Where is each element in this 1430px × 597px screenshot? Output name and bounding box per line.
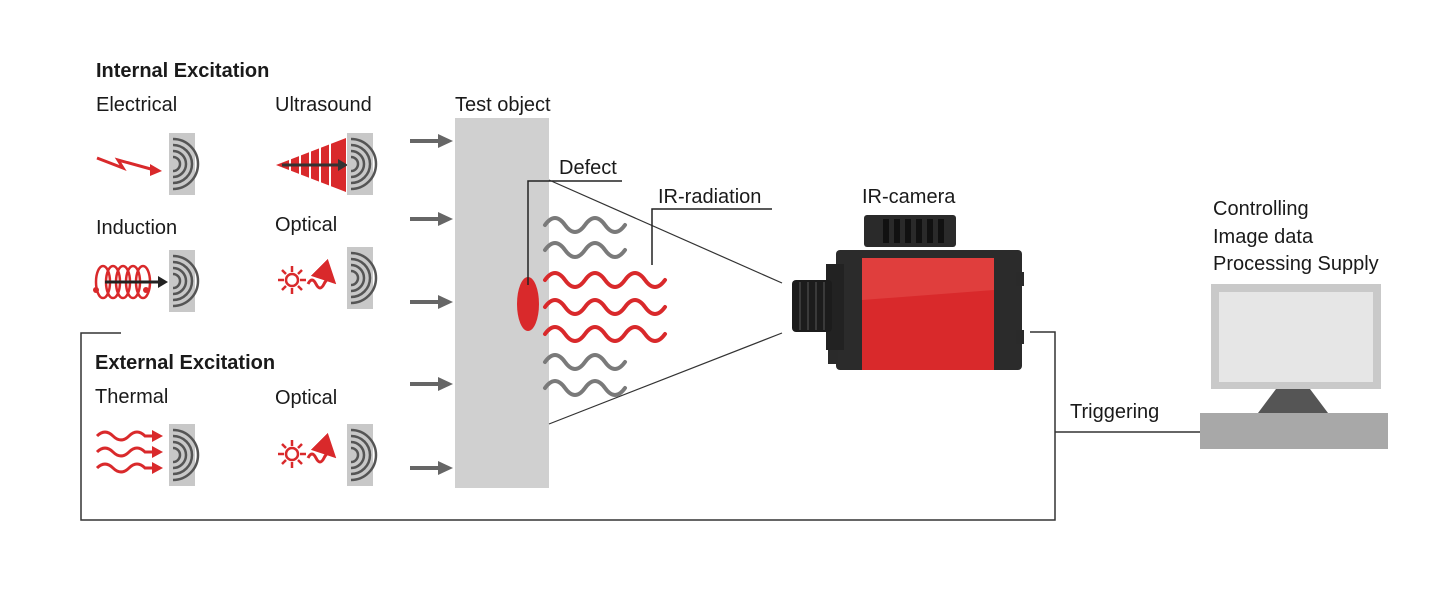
optical-internal-icon (278, 245, 378, 311)
ultrasound-label: Ultrasound (275, 94, 372, 116)
internal-excitation-title: Internal Excitation (96, 60, 270, 82)
defect-marker (517, 277, 539, 331)
electrical-label: Electrical (96, 94, 178, 116)
test-object-label: Test object (455, 94, 551, 116)
external-excitation-title: External Excitation (95, 352, 276, 374)
view-cone-top (548, 179, 783, 284)
optical-external-icon (278, 422, 378, 488)
ir-camera-label: IR-camera (862, 186, 956, 208)
induction-icon (93, 248, 200, 314)
defect-label: Defect (559, 157, 617, 179)
computer-label-image-data: Image data (1213, 226, 1314, 248)
computer-label-controlling: Controlling (1213, 198, 1309, 220)
ir-radiation-waves (543, 216, 667, 397)
induction-label: Induction (96, 217, 178, 239)
computer-icon (1200, 284, 1388, 449)
ultrasound-icon (276, 131, 378, 197)
ir-camera-icon (792, 215, 1024, 370)
triggering-label: Triggering (1070, 401, 1160, 423)
ir-radiation-leader (651, 208, 772, 265)
defect-leader (527, 180, 622, 285)
excitation-arrows (410, 134, 453, 475)
ir-radiation-label: IR-radiation (658, 186, 762, 208)
thermal-label: Thermal (95, 386, 169, 408)
trigger-wire (80, 331, 1056, 521)
thermal-icon (95, 422, 200, 488)
optical-external-label: Optical (275, 387, 338, 409)
electrical-icon (96, 131, 200, 197)
view-cone-bottom (548, 332, 783, 425)
computer-label-processing-supply: Processing Supply (1213, 253, 1379, 275)
optical-internal-label: Optical (275, 214, 338, 236)
